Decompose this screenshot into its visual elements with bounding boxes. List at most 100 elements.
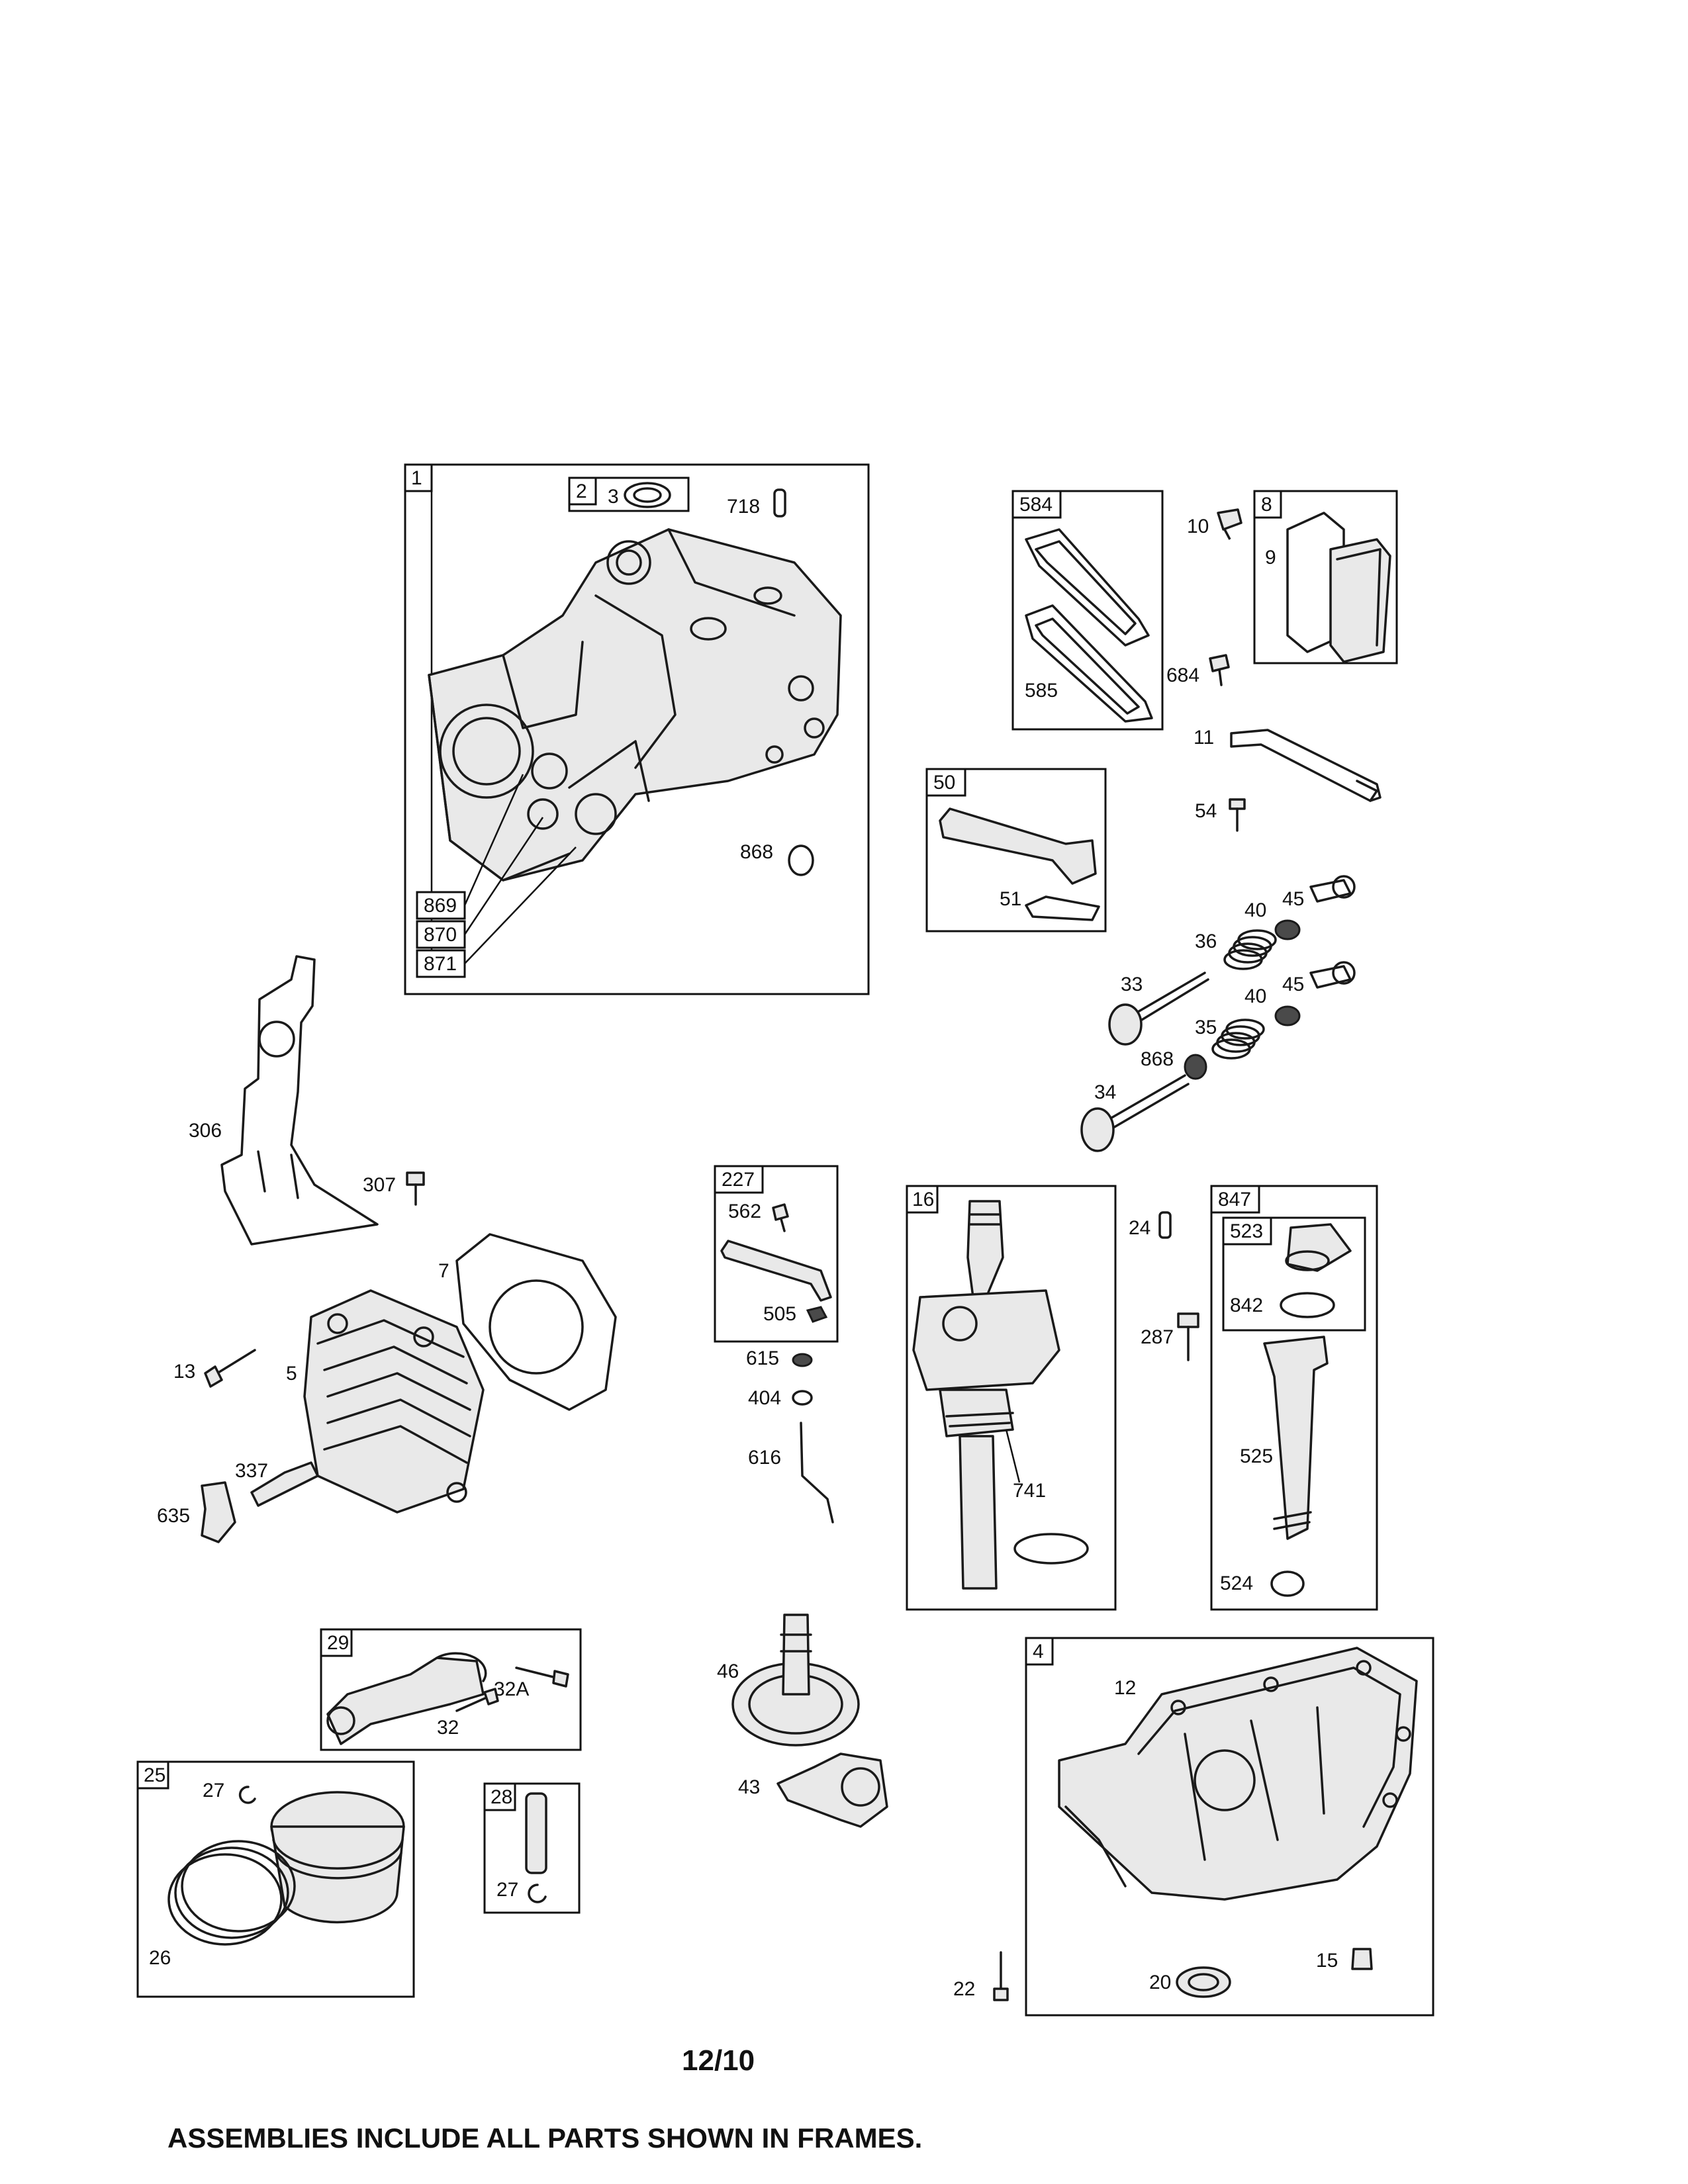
label-868: 868 (1141, 1048, 1174, 1070)
label-718: 718 (727, 496, 760, 518)
label-15: 15 (1316, 1950, 1338, 1972)
label-404: 404 (748, 1387, 781, 1409)
label-337: 337 (235, 1460, 268, 1482)
retainer-icon (1274, 1005, 1301, 1026)
o-ring-icon (1280, 1292, 1335, 1318)
frame-8-rocker-cover: 8 9 (1253, 490, 1398, 664)
label-26: 26 (149, 1947, 171, 1969)
rocker-cover-icon (1329, 538, 1391, 663)
drain-plug-icon (1351, 1948, 1373, 1970)
frame-tag-523: 523 (1230, 1220, 1263, 1242)
valve-spring-icon (1223, 929, 1277, 970)
label-27: 27 (496, 1879, 518, 1901)
governor-gear-icon (776, 1752, 888, 1828)
valve-seal-icon (788, 844, 814, 876)
label-20: 20 (1149, 1972, 1171, 1993)
frame-tag-869: 869 (424, 895, 457, 917)
connecting-rod-icon (326, 1657, 485, 1745)
label-36: 36 (1195, 931, 1217, 952)
frame-847-dipstick-assembly: 847 523 842 525 524 (1210, 1185, 1378, 1611)
frame-tag-227: 227 (722, 1169, 755, 1191)
label-9: 9 (1265, 547, 1276, 569)
screw-icon (406, 1171, 425, 1186)
frame-tag-4: 4 (1033, 1641, 1044, 1662)
nut-icon (806, 1306, 828, 1323)
frame-tag-25: 25 (144, 1764, 165, 1786)
valve-spring-icon (1211, 1019, 1265, 1060)
label-868: 868 (740, 841, 773, 863)
breather-tube-icon (939, 807, 1097, 885)
dipstick-tube-icon (1263, 1336, 1329, 1540)
label-5: 5 (286, 1363, 297, 1385)
oil-seal-icon (624, 482, 671, 508)
frame-25-piston-assembly: 25 27 26 (136, 1760, 415, 1998)
oil-seal-icon (1176, 1966, 1231, 1998)
bolt-icon (455, 1696, 488, 1712)
label-287: 287 (1141, 1326, 1174, 1348)
label-33: 33 (1121, 974, 1143, 995)
frame-tag-871: 871 (424, 953, 457, 975)
piston-icon (270, 1791, 405, 1924)
washer-icon (792, 1390, 813, 1406)
label-22: 22 (953, 1978, 975, 2000)
gasket-icon (1025, 895, 1100, 921)
bolt-icon (515, 1666, 557, 1679)
spark-plug-boot-icon (201, 1481, 236, 1543)
screw-icon (1209, 654, 1230, 672)
air-guide-icon (220, 955, 379, 1246)
label-635: 635 (157, 1505, 190, 1527)
label-12: 12 (1114, 1677, 1136, 1699)
frame-tag-847: 847 (1218, 1189, 1251, 1210)
label-40: 40 (1244, 985, 1266, 1007)
label-505: 505 (763, 1303, 796, 1325)
label-35: 35 (1195, 1017, 1217, 1038)
gasket-icon (1025, 604, 1153, 723)
piston-rings-icon (167, 1840, 296, 1946)
label-46: 46 (717, 1661, 739, 1682)
valve-train: 40 45 36 33 40 45 35 868 34 (1080, 875, 1356, 1152)
label-585: 585 (1025, 680, 1058, 702)
label-43: 43 (738, 1776, 760, 1798)
label-45: 45 (1282, 888, 1304, 910)
frame-50-breather-assembly: 50 51 (925, 768, 1107, 933)
frame-16-crankshaft-assembly: 16 741 (906, 1185, 1117, 1611)
label-3: 3 (608, 486, 619, 508)
assemblies-note: ASSEMBLIES INCLUDE ALL PARTS SHOWN IN FR… (167, 2122, 922, 2154)
label-40: 40 (1244, 899, 1266, 921)
dowel-pin-icon (773, 488, 786, 518)
frame-227-governor-assembly: 227 562 505 (714, 1165, 839, 1343)
dowel-pin-icon (1158, 1211, 1172, 1239)
o-ring-icon (1270, 1570, 1305, 1597)
label-51: 51 (1000, 888, 1021, 910)
label-24: 24 (1129, 1217, 1150, 1239)
label-562: 562 (728, 1201, 761, 1222)
label-615: 615 (746, 1347, 779, 1369)
frame-tag-28: 28 (491, 1786, 512, 1808)
frame-4-sump-assembly: 4 12 20 15 (1025, 1637, 1434, 2017)
breather-tube-icon (1230, 729, 1382, 802)
label-616: 616 (748, 1447, 781, 1469)
label-842: 842 (1230, 1295, 1263, 1316)
wrist-pin-icon (525, 1792, 547, 1874)
label-45: 45 (1282, 974, 1304, 995)
label-306: 306 (189, 1120, 222, 1142)
label-34: 34 (1094, 1081, 1116, 1103)
head-gasket-icon (455, 1233, 617, 1411)
frame-1-cylinder-assembly: 1 2 3 718 (404, 463, 870, 995)
screw-icon (772, 1203, 789, 1221)
nut-icon (792, 1353, 813, 1367)
label-13: 13 (173, 1361, 195, 1383)
screw-icon (1217, 508, 1243, 540)
cam-gear-icon (731, 1614, 860, 1747)
rocker-ball-icon (1309, 879, 1352, 903)
label-524: 524 (1220, 1572, 1253, 1594)
label-32: 32 (437, 1717, 459, 1739)
rocker-ball-icon (1309, 965, 1352, 989)
label-741: 741 (1013, 1480, 1046, 1502)
sump-icon (1058, 1647, 1418, 1901)
label-7: 7 (438, 1260, 449, 1282)
governor-lever-icon (720, 1240, 832, 1302)
circlip-icon (528, 1884, 547, 1903)
frame-tag-8: 8 (1261, 494, 1272, 516)
label-54: 54 (1195, 800, 1217, 822)
